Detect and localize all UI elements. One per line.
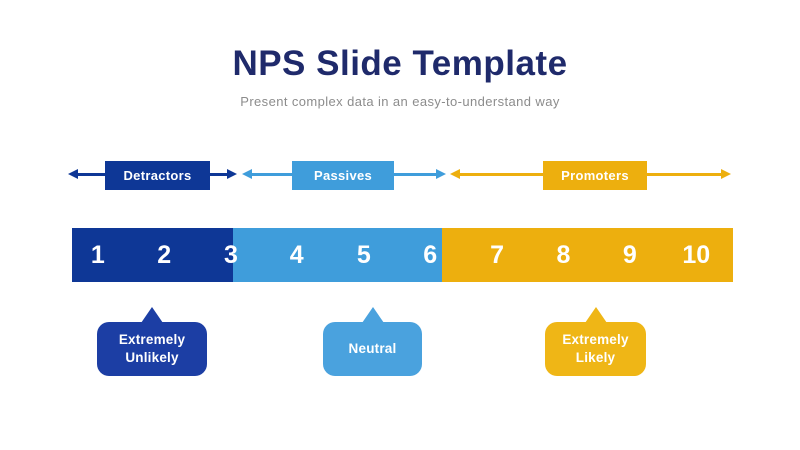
scale-number: 1 (90, 241, 105, 269)
detractors-arrow-group: Detractors (68, 161, 237, 190)
right-arrowhead-icon (227, 169, 237, 179)
promoters-arrow-group: Promoters (450, 161, 731, 190)
callout-pointer-icon (584, 307, 607, 323)
extremely-unlikely-callout: Extremely Unlikely (97, 307, 207, 376)
page-title: NPS Slide Template (232, 44, 568, 83)
right-arrowhead-icon (721, 169, 731, 179)
passives-arrow-group: Passives (242, 161, 446, 190)
left-arrowhead-icon (68, 169, 78, 179)
scale-number: 9 (622, 241, 637, 269)
extremely-likely-label: Extremely Likely (545, 322, 646, 376)
detractors-segment (72, 228, 233, 282)
scale-number: 2 (157, 241, 172, 269)
extremely-unlikely-label: Extremely Unlikely (97, 322, 207, 376)
scale-number: 10 (682, 241, 711, 269)
scale-number: 5 (356, 241, 371, 269)
left-arrowhead-icon (242, 169, 252, 179)
scale-number: 3 (224, 241, 238, 269)
neutral-label: Neutral (323, 322, 422, 376)
scale-number: 7 (490, 241, 504, 269)
extremely-likely-callout: Extremely Likely (545, 307, 646, 376)
passives-label: Passives (292, 161, 394, 190)
detractors-label: Detractors (105, 161, 210, 190)
passives-segment (232, 228, 442, 282)
scale-number: 8 (556, 241, 571, 269)
nps-scale-bar: 1 2 3 4 5 6 7 8 9 10 (72, 228, 733, 282)
promoters-segment (441, 228, 733, 282)
callout-pointer-icon (361, 307, 384, 323)
left-arrowhead-icon (450, 169, 460, 179)
scale-number: 4 (289, 241, 304, 269)
neutral-callout: Neutral (323, 307, 422, 376)
page-subtitle: Present complex data in an easy-to-under… (240, 94, 560, 109)
callout-pointer-icon (141, 307, 163, 323)
scale-number: 6 (423, 241, 438, 269)
right-arrowhead-icon (436, 169, 446, 179)
promoters-label: Promoters (543, 161, 647, 190)
